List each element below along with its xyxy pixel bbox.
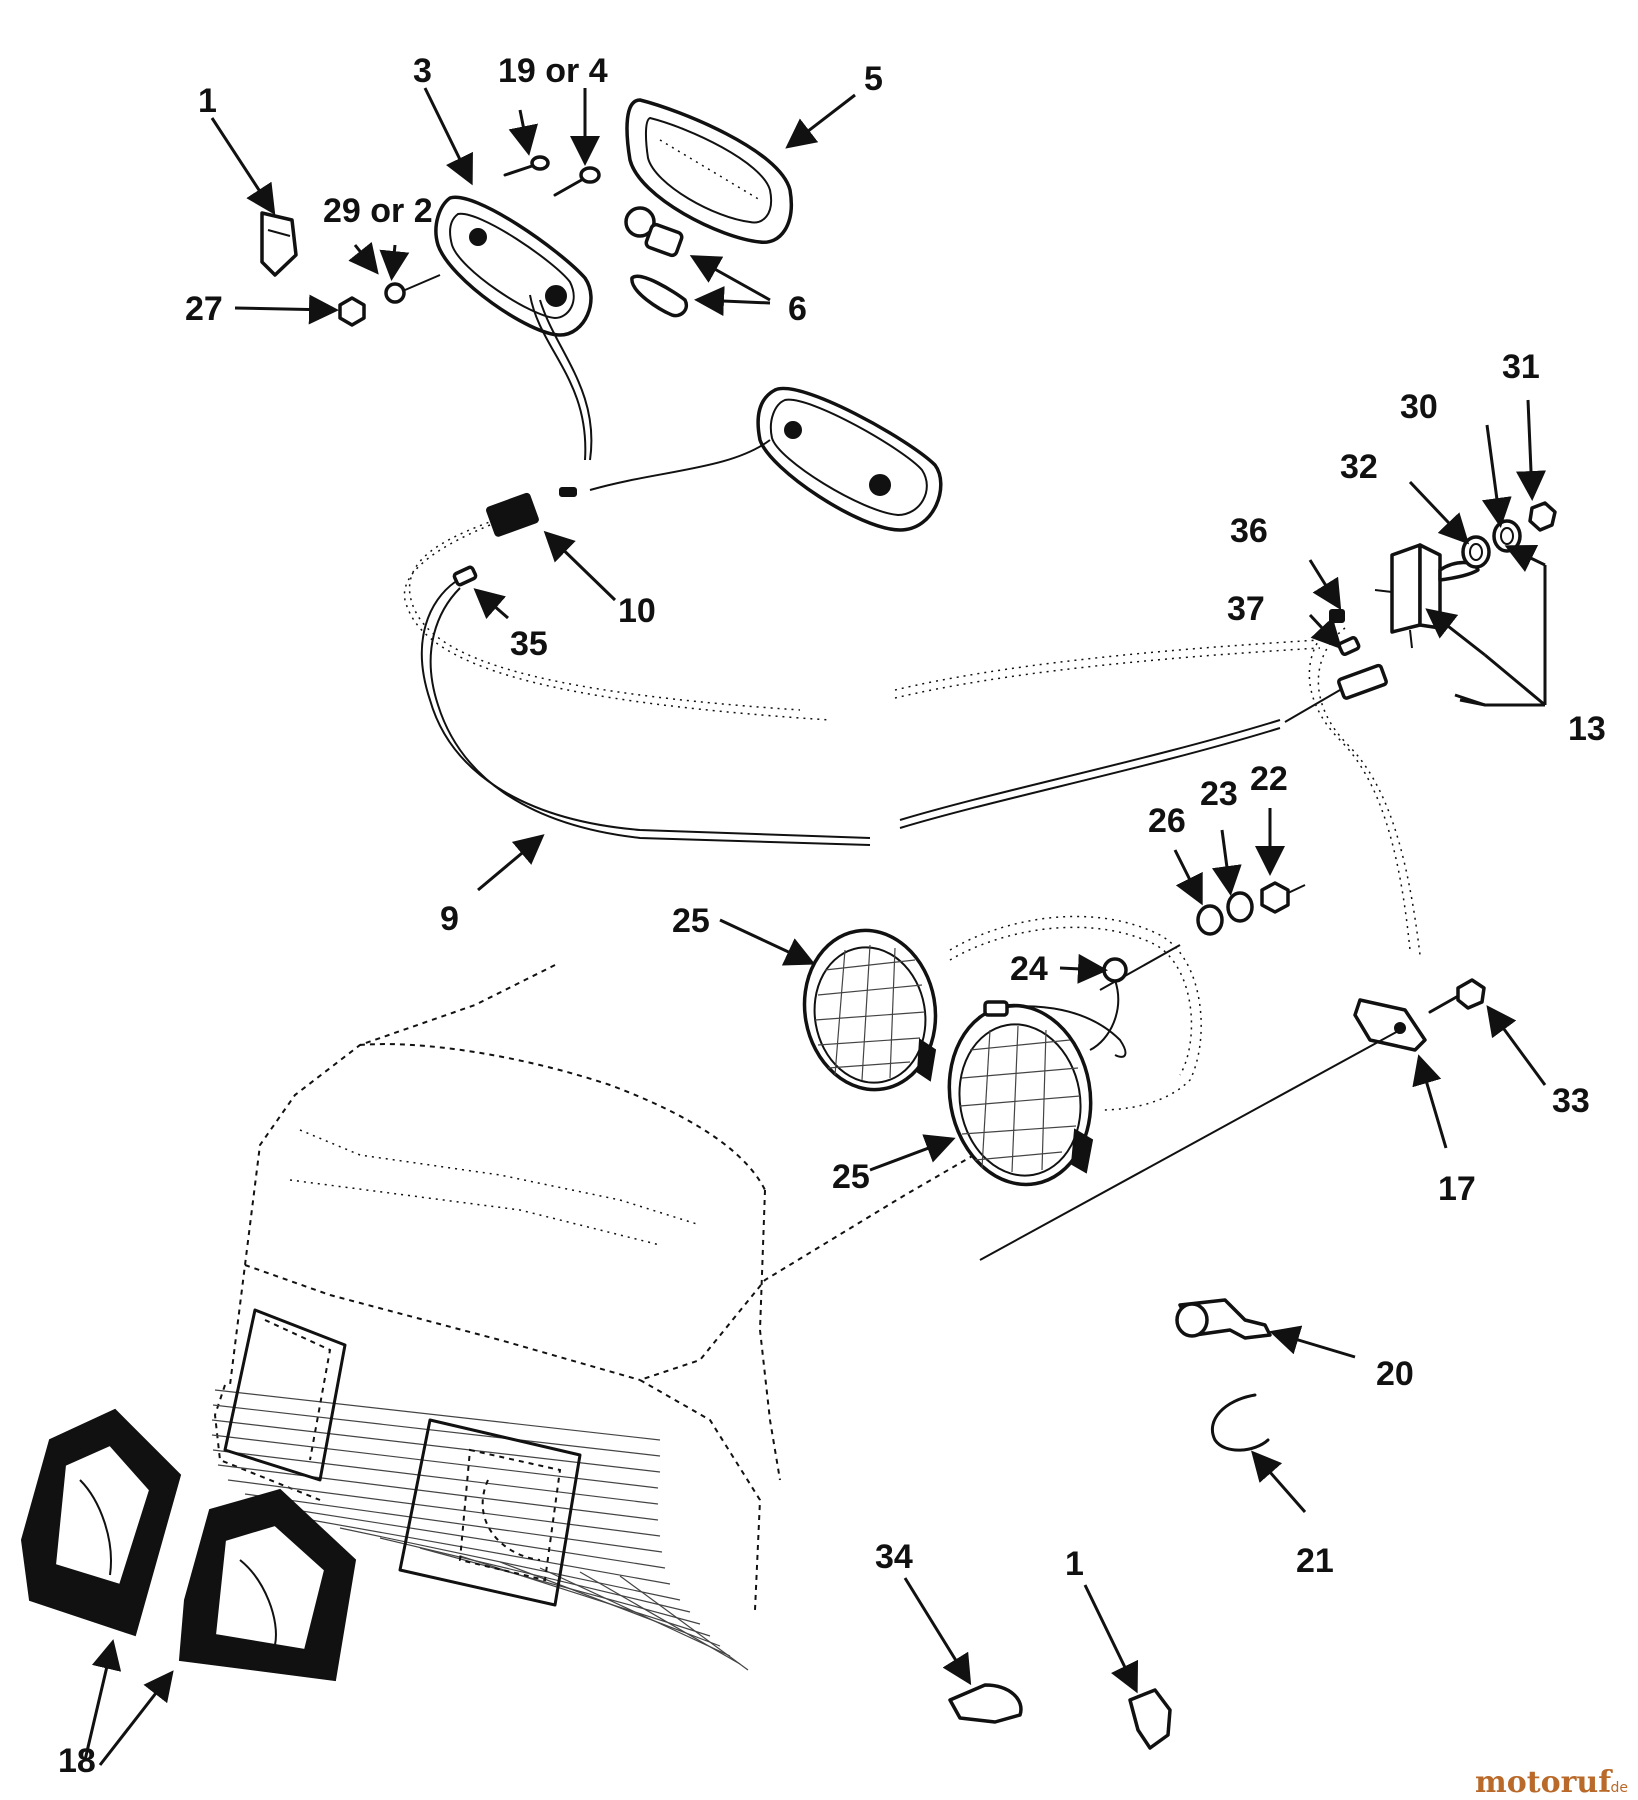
clip-21 — [1210, 1393, 1270, 1452]
washer-nut-27-29 — [338, 274, 441, 327]
callout-5: 5 — [864, 60, 883, 98]
leader-lines — [83, 87, 1547, 1766]
harness-9 — [420, 581, 1321, 846]
nut-washers-22-23-26 — [1196, 881, 1306, 936]
clip-34 — [948, 1683, 1023, 1724]
callout-36: 36 — [1230, 512, 1268, 550]
terminals-36-37 — [1329, 609, 1361, 657]
headlamp-25-right — [947, 1003, 1094, 1187]
callout-21: 21 — [1296, 1542, 1334, 1580]
callout-26: 26 — [1148, 802, 1186, 840]
bracket-17 — [1353, 998, 1427, 1052]
rear-light-housing-2 — [756, 386, 943, 532]
callout-33: 33 — [1552, 1082, 1590, 1120]
leader-13-arrows — [1425, 544, 1546, 657]
clip-1-bottom — [1128, 1688, 1172, 1750]
callout-1-top: 1 — [198, 82, 217, 120]
callout-22: 22 — [1250, 760, 1288, 798]
callout-37: 37 — [1227, 590, 1265, 628]
watermark-tld: .de — [1606, 1780, 1628, 1796]
callout-labels: 1 3 19 or 4 5 29 or 2 27 6 10 35 36 37 3… — [58, 52, 1606, 1780]
callout-25-top: 25 — [672, 902, 710, 940]
terminal-35 — [452, 565, 478, 587]
callout-27: 27 — [185, 290, 223, 328]
bezel-18-left — [20, 1408, 182, 1637]
callout-1-bottom: 1 — [1065, 1545, 1084, 1583]
bolt-33 — [1428, 978, 1486, 1014]
clip-1-top — [260, 211, 298, 277]
callout-24: 24 — [1010, 950, 1048, 988]
callout-17: 17 — [1438, 1170, 1476, 1208]
callout-6: 6 — [788, 290, 807, 328]
hood-outline — [211, 964, 1001, 1671]
callout-35: 35 — [510, 625, 548, 663]
lens-5 — [625, 98, 793, 244]
callout-9: 9 — [440, 900, 459, 938]
callout-10: 10 — [618, 592, 656, 630]
toggle-switch-13 — [1374, 501, 1557, 649]
headlamp-25-left — [802, 928, 938, 1092]
screws-19-4 — [503, 155, 601, 197]
callout-25-bottom: 25 — [832, 1158, 870, 1196]
callout-3: 3 — [413, 52, 432, 90]
callout-32: 32 — [1340, 448, 1378, 486]
callout-34: 34 — [875, 1538, 913, 1576]
callout-13: 13 — [1568, 710, 1606, 748]
rear-light-housing — [434, 195, 593, 337]
callout-31: 31 — [1502, 348, 1540, 386]
clamp-20 — [1175, 1298, 1272, 1340]
callout-30: 30 — [1400, 388, 1438, 426]
callout-18: 18 — [58, 1742, 96, 1780]
leader-lines-plain — [1454, 565, 1547, 707]
plug-harness-end — [1284, 663, 1388, 723]
connector-10 — [486, 487, 577, 537]
bezel-18-right — [178, 1488, 357, 1682]
watermark: motoruf .de — [1475, 1765, 1628, 1800]
watermark-brand: motoruf — [1475, 1765, 1613, 1800]
callout-19-or-4: 19 or 4 — [498, 52, 608, 90]
bulb-6 — [624, 206, 688, 318]
callout-23: 23 — [1200, 775, 1238, 813]
callout-29-or-2: 29 or 2 — [323, 192, 433, 230]
callout-20: 20 — [1376, 1355, 1414, 1393]
